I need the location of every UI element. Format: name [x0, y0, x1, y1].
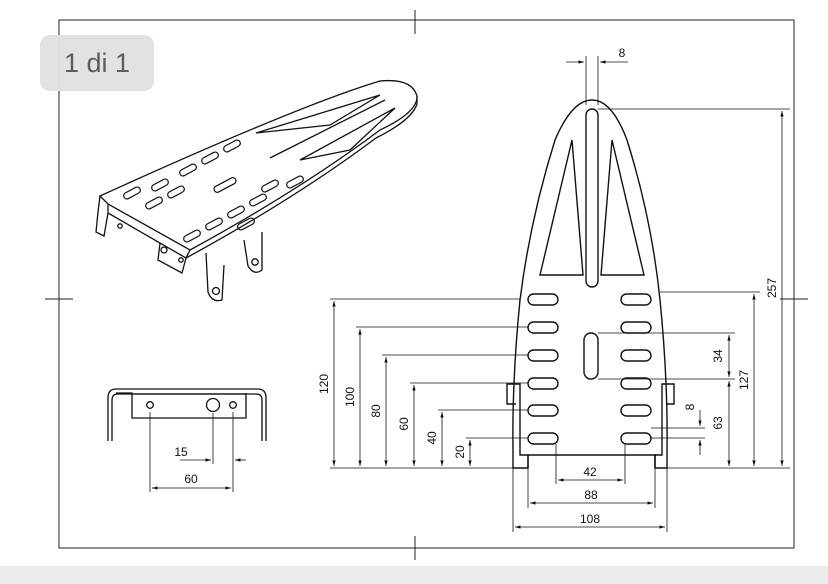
dim-label-15: 15 — [174, 445, 188, 459]
dim-label-42: 42 — [583, 465, 597, 479]
frame-center-marks — [45, 10, 808, 560]
bracket-dimensions — [149, 412, 246, 492]
dim-label-8-top: 8 — [619, 46, 626, 60]
dim-label-120: 120 — [317, 374, 331, 394]
dim-label-63: 63 — [711, 416, 725, 430]
plan-dimensions — [330, 56, 790, 532]
dim-label-80: 80 — [369, 404, 383, 418]
dim-label-60-bracket: 60 — [184, 472, 198, 486]
dim-label-34: 34 — [711, 349, 725, 363]
dim-label-108: 108 — [580, 512, 600, 526]
drawing-frame — [58, 19, 795, 549]
left-slot-column — [527, 293, 559, 445]
dim-label-40: 40 — [425, 431, 439, 445]
viewer-bottom-bar — [0, 566, 828, 579]
dim-label-8-gap: 8 — [683, 403, 697, 410]
isometric-view — [95, 79, 418, 302]
bracket-view — [107, 388, 267, 441]
dim-label-88: 88 — [584, 488, 598, 502]
page-indicator-badge: 1 di 1 — [40, 35, 154, 91]
dim-label-257: 257 — [765, 278, 779, 298]
dim-label-60-plan: 60 — [397, 417, 411, 431]
dim-label-20: 20 — [453, 445, 467, 459]
dim-label-100: 100 — [343, 387, 357, 407]
dim-label-127: 127 — [737, 370, 751, 390]
